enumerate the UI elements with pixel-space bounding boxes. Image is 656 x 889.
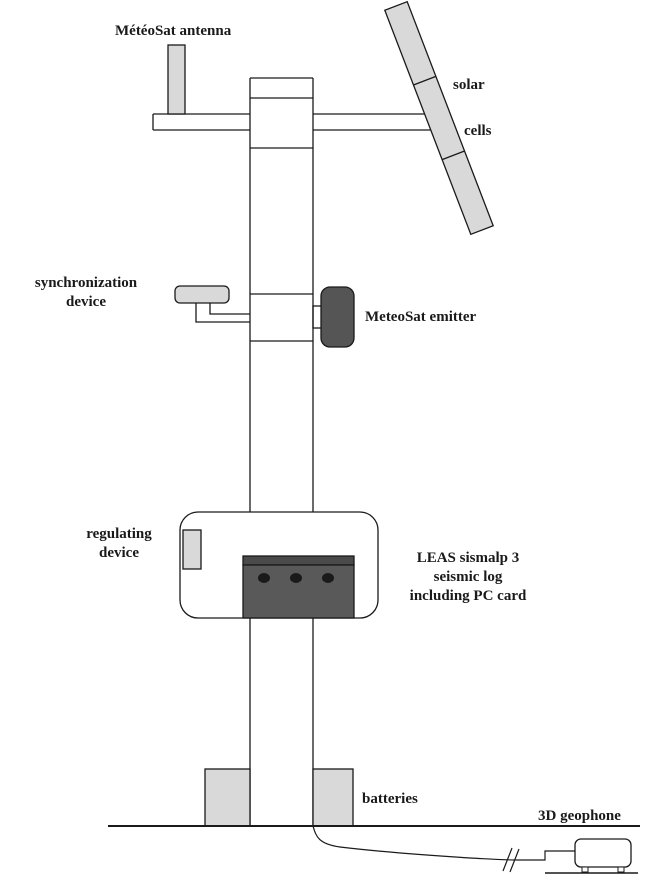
meteosat-emitter [320, 286, 355, 348]
label-solar: solar [453, 77, 485, 93]
geophone-foot [581, 866, 589, 873]
label-regulating-device: regulating device [60, 525, 178, 563]
seismic-log-port [290, 573, 302, 583]
label-regulating-line1: regulating [86, 526, 152, 542]
label-leas-line1: LEAS sismalp 3 [416, 550, 520, 566]
regulating-device [182, 529, 202, 570]
geophone-cable-end [518, 850, 575, 861]
geophone-cable [312, 825, 519, 861]
label-leas-line2: seismic log [433, 568, 503, 585]
solar-panel [383, 0, 495, 236]
label-synchronization-device: synchronization device [10, 274, 162, 312]
seismic-log [242, 555, 355, 619]
label-sync-line1: synchronization [34, 275, 138, 291]
mast [249, 77, 314, 826]
cable-break-mark [502, 847, 520, 873]
battery-right [312, 768, 354, 827]
label-sync-line2: device [66, 293, 106, 310]
meteosat-antenna [167, 44, 186, 115]
sync-device-bracket [195, 303, 250, 323]
geophone [574, 838, 632, 868]
battery-left [204, 768, 251, 827]
seismic-log-port [322, 573, 334, 583]
crossarm [152, 113, 440, 131]
label-seismic-log: LEAS sismalp 3 seismic log including PC … [394, 549, 542, 605]
label-regulating-line2: device [99, 544, 139, 561]
label-meteosat-emitter: MeteoSat emitter [365, 309, 477, 325]
label-leas-line3: including PC card [409, 587, 527, 604]
seismic-log-port [258, 573, 270, 583]
geophone-foot [617, 866, 625, 873]
label-meteosat-antenna: MétéoSat antenna [115, 23, 232, 39]
label-batteries: batteries [362, 791, 418, 807]
label-cells: cells [464, 123, 492, 139]
synchronization-device [174, 285, 230, 304]
label-geophone: 3D geophone [538, 808, 621, 824]
